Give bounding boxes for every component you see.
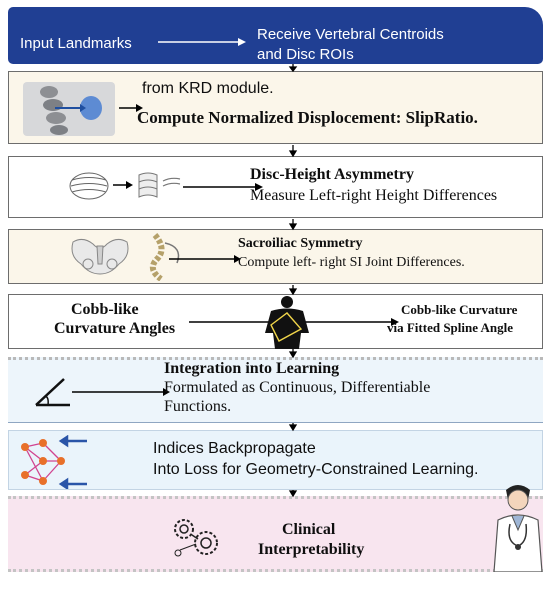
step6-line1: Indices Backpropagate [153,440,316,457]
header-output-line2: and Disc ROIs [257,46,354,63]
step-clinical: Clinical Interpretability [8,496,543,572]
gears-icon [174,519,218,557]
header-output-label: Receive Vertebral Centroids and Disc ROI… [257,25,444,65]
header-arrow-icon [158,38,246,46]
spine-curve-icon [149,233,180,281]
step5-line2: Functions. [164,398,232,415]
step4-left-line1: Cobb-like [71,301,139,318]
step-integration: Integration into Learning Formulated as … [8,357,543,423]
arrow-icon [169,255,241,263]
step-sacroiliac: Sacroiliac Symmetry Compute left- right … [8,229,543,284]
step-disc-height: Disc-Height Asymmetry Measure Left-right… [8,156,543,218]
arrow-icon [119,104,143,112]
step2-title: Disc-Height Asymmetry [250,166,414,183]
header-banner: Input Landmarks Receive Vertebral Centro… [8,7,543,64]
header-input-label: Input Landmarks [20,35,132,52]
step3-title: Sacroiliac Symmetry [238,236,363,251]
step4-left-line2: Curvature Angles [54,320,176,337]
step2-subtitle: Measure Left-right Height Differences [250,187,498,204]
step-cobb-curvature: Cobb-like Curvature Angles Cobb-like Cur… [8,294,543,349]
neural-network-icon [21,435,87,489]
step-backpropagate: Indices Backpropagate Into Loss for Geom… [8,430,543,490]
step4-right-line1: Cobb-like Curvature [401,302,518,317]
step-slip-ratio: from KRD module. Compute Normalized Disp… [8,71,543,144]
step4-right-line2: via Fitted Spline Angle [387,320,514,335]
header-output-line1: Receive Vertebral Centroids [257,26,444,43]
torso-icon [265,296,309,349]
doctor-icon [493,485,543,572]
arrow-icon [72,388,170,396]
disc-slices-icon [138,172,181,198]
disc-stack-icon [69,172,109,200]
step3-subtitle: Compute left- right SI Joint Differences… [238,255,465,270]
arrow-icon [113,181,133,189]
spine-xray-icon [23,82,115,136]
step7-line2: Interpretability [258,541,365,558]
step6-line2: Into Loss for Geometry-Constrained Learn… [153,461,479,478]
step1-line1: from KRD module. [142,80,274,97]
step5-line1: Formulated as Continuous, Differentiable [164,379,431,396]
step7-line1: Clinical [282,521,336,538]
arrow-icon [183,183,263,191]
angle-icon [35,378,70,407]
step5-title: Integration into Learning [164,360,340,377]
pelvis-icon [71,238,129,275]
step1-line2: Compute Normalized Displocement: SlipRat… [137,108,478,127]
